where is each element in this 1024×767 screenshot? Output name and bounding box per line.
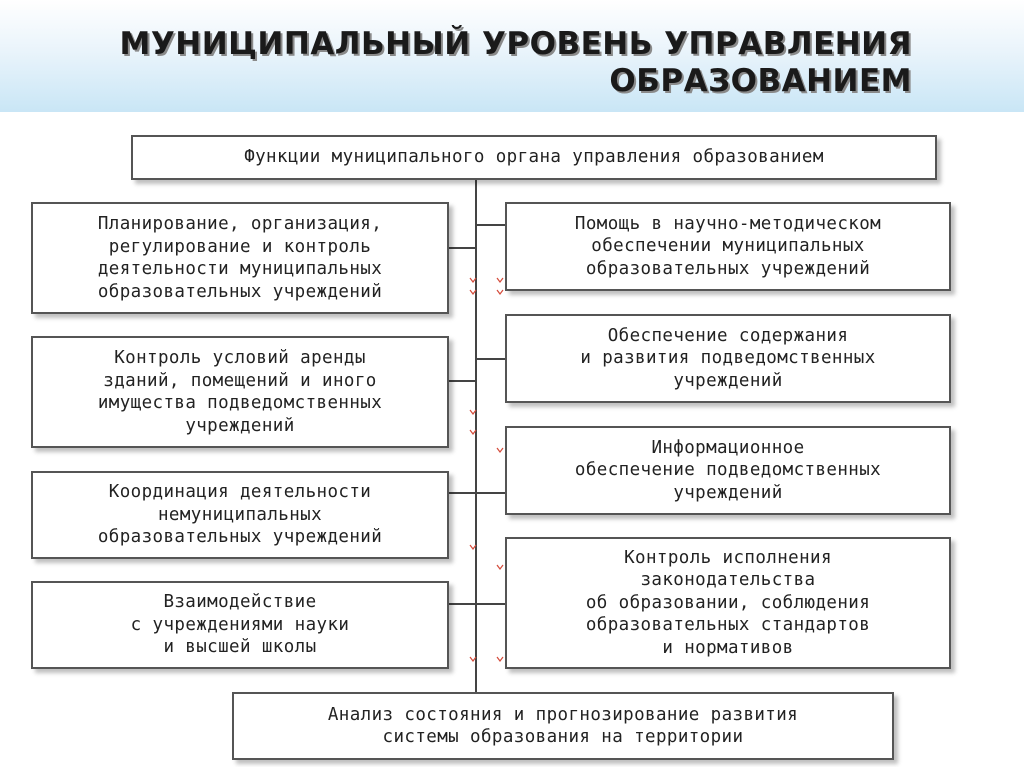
left-box-4-label: Взаимодействие с учреждениями науки и вы… [130,592,350,658]
arrow-marks [469,277,504,662]
left-box-2: Контроль условий аренды зданий, помещени… [31,336,449,448]
left-box-3: Координация деятельности немуниципальных… [31,471,449,559]
title-line-1: МУНИЦИПАЛЬНЫЙ УРОВЕНЬ УПРАВЛЕНИЯ [119,26,912,62]
arrow-icon [496,656,504,662]
arrow-icon [469,409,477,435]
header-band [0,0,1024,112]
arrow-icon [469,656,477,662]
left-box-1: Планирование, организация, регулирование… [31,202,449,314]
right-box-3: Информационное обеспечение подведомствен… [505,426,951,515]
left-box-2-label: Контроль условий аренды зданий, помещени… [97,348,383,436]
bottom-box-label: Анализ состояния и прогнозирование разви… [327,704,799,748]
arrow-icon [469,277,477,295]
right-box-4-label: Контроль исполнения законодательства об … [585,547,871,658]
left-box-4: Взаимодействие с учреждениями науки и вы… [31,581,449,669]
arrow-icon [469,544,477,550]
arrow-icon [496,277,504,295]
right-box-1-label: Помощь в научно-методическом обеспечении… [574,213,882,279]
arrow-icon [496,564,504,570]
arrow-icon [496,447,504,453]
title-line-2: ОБРАЗОВАНИЕМ [609,63,912,99]
right-box-1: Помощь в научно-методическом обеспечении… [505,202,951,291]
root-label: Функции муниципального органа управления… [244,147,824,168]
left-box-3-label: Координация деятельности немуниципальных… [97,482,383,548]
bottom-box: Анализ состояния и прогнозирование разви… [232,692,894,760]
right-box-2: Обеспечение содержания и развития подвед… [505,314,951,403]
root-box: Функции муниципального органа управления… [131,135,937,180]
page-title: МУНИЦИПАЛЬНЫЙ УРОВЕНЬ УПРАВЛЕНИЯ ОБРАЗОВ… [120,26,912,100]
right-box-2-label: Обеспечение содержания и развития подвед… [580,325,876,391]
right-box-4: Контроль исполнения законодательства об … [505,537,951,669]
right-box-3-label: Информационное обеспечение подведомствен… [574,437,882,503]
left-box-1-label: Планирование, организация, регулирование… [97,214,383,302]
